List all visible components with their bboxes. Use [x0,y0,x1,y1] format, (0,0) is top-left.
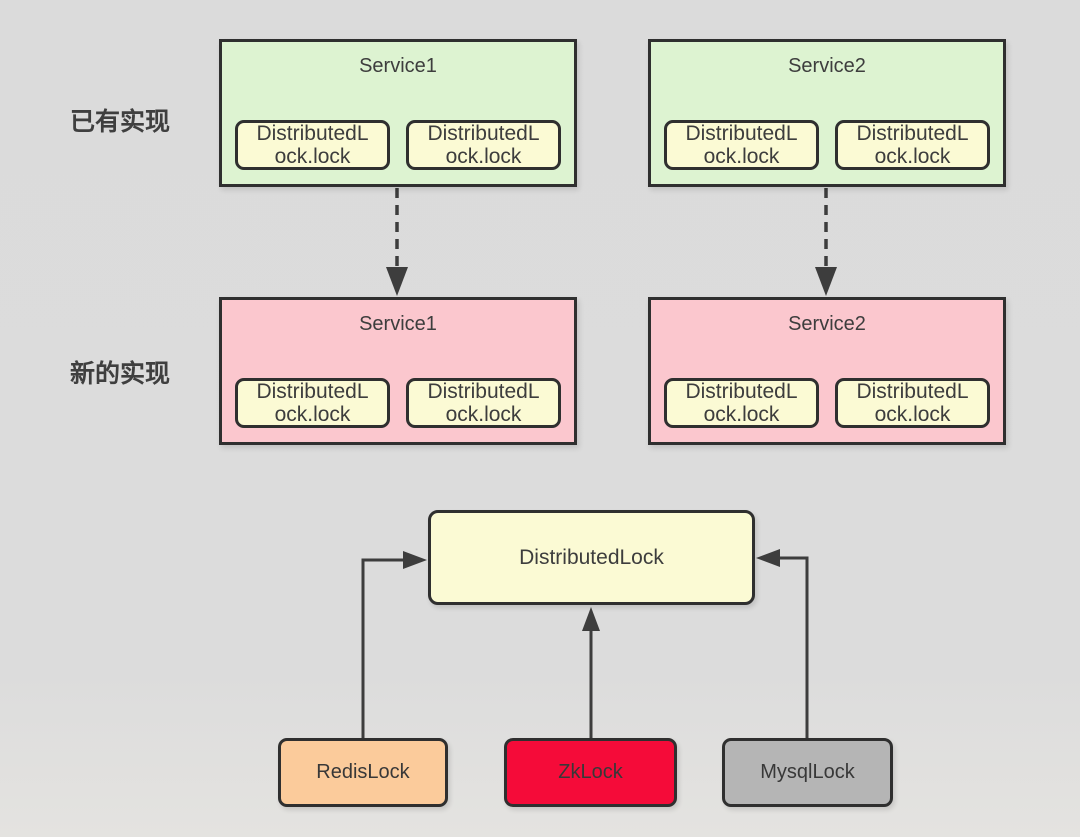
arrow-left-icon [756,549,780,567]
label-existing-implementation: 已有实现 [69,108,170,136]
call-box: DistributedLock.lock [406,378,561,428]
service-box-new-service1: Service1 DistributedLock.lock Distribute… [219,297,577,445]
call-box-row: DistributedLock.lock DistributedLock.loc… [651,120,1003,170]
impl-label: MysqlLock [760,761,855,783]
service-title: Service2 [788,313,866,335]
call-box-label: DistributedLock.lock [256,380,369,426]
service-title: Service1 [359,55,437,77]
call-box-label: DistributedLock.lock [256,122,369,168]
call-box: DistributedLock.lock [664,378,819,428]
service-title: Service2 [788,55,866,77]
call-box-label: DistributedLock.lock [685,380,798,426]
label-new-implementation: 新的实现 [69,360,170,388]
call-box-label: DistributedLock.lock [685,122,798,168]
impl-box-zklock: ZkLock [504,738,677,807]
call-box: DistributedLock.lock [664,120,819,170]
arrow-up-icon [582,607,600,631]
call-box: DistributedLock.lock [835,120,990,170]
service-box-existing-service1: Service1 DistributedLock.lock Distribute… [219,39,577,187]
impl-box-mysqllock: MysqlLock [722,738,893,807]
impl-label: ZkLock [558,761,623,783]
call-box: DistributedLock.lock [835,378,990,428]
arrow-right-icon [403,551,427,569]
dashed-arrow-service1 [386,188,408,296]
impl-box-redislock: RedisLock [278,738,448,807]
call-box: DistributedLock.lock [235,378,390,428]
connector-mysqllock-to-distributedlock [756,549,809,738]
call-box-row: DistributedLock.lock DistributedLock.loc… [222,120,574,170]
call-box-row: DistributedLock.lock DistributedLock.loc… [651,378,1003,428]
interface-label: DistributedLock [519,545,664,569]
service-box-existing-service2: Service2 DistributedLock.lock Distribute… [648,39,1006,187]
service-title: Service1 [359,313,437,335]
call-box-row: DistributedLock.lock DistributedLock.loc… [222,378,574,428]
connector-redislock-to-distributedlock [361,551,427,738]
dashed-arrow-service2 [815,188,837,296]
arrow-down-icon [815,267,837,296]
service-box-new-service2: Service2 DistributedLock.lock Distribute… [648,297,1006,445]
call-box-label: DistributedLock.lock [856,380,969,426]
connector-zklock-to-distributedlock [582,607,600,738]
call-box-label: DistributedLock.lock [427,380,540,426]
call-box-label: DistributedLock.lock [856,122,969,168]
arrow-down-icon [386,267,408,296]
call-box: DistributedLock.lock [406,120,561,170]
call-box: DistributedLock.lock [235,120,390,170]
call-box-label: DistributedLock.lock [427,122,540,168]
interface-box-distributedlock: DistributedLock [428,510,755,605]
impl-label: RedisLock [316,761,410,783]
